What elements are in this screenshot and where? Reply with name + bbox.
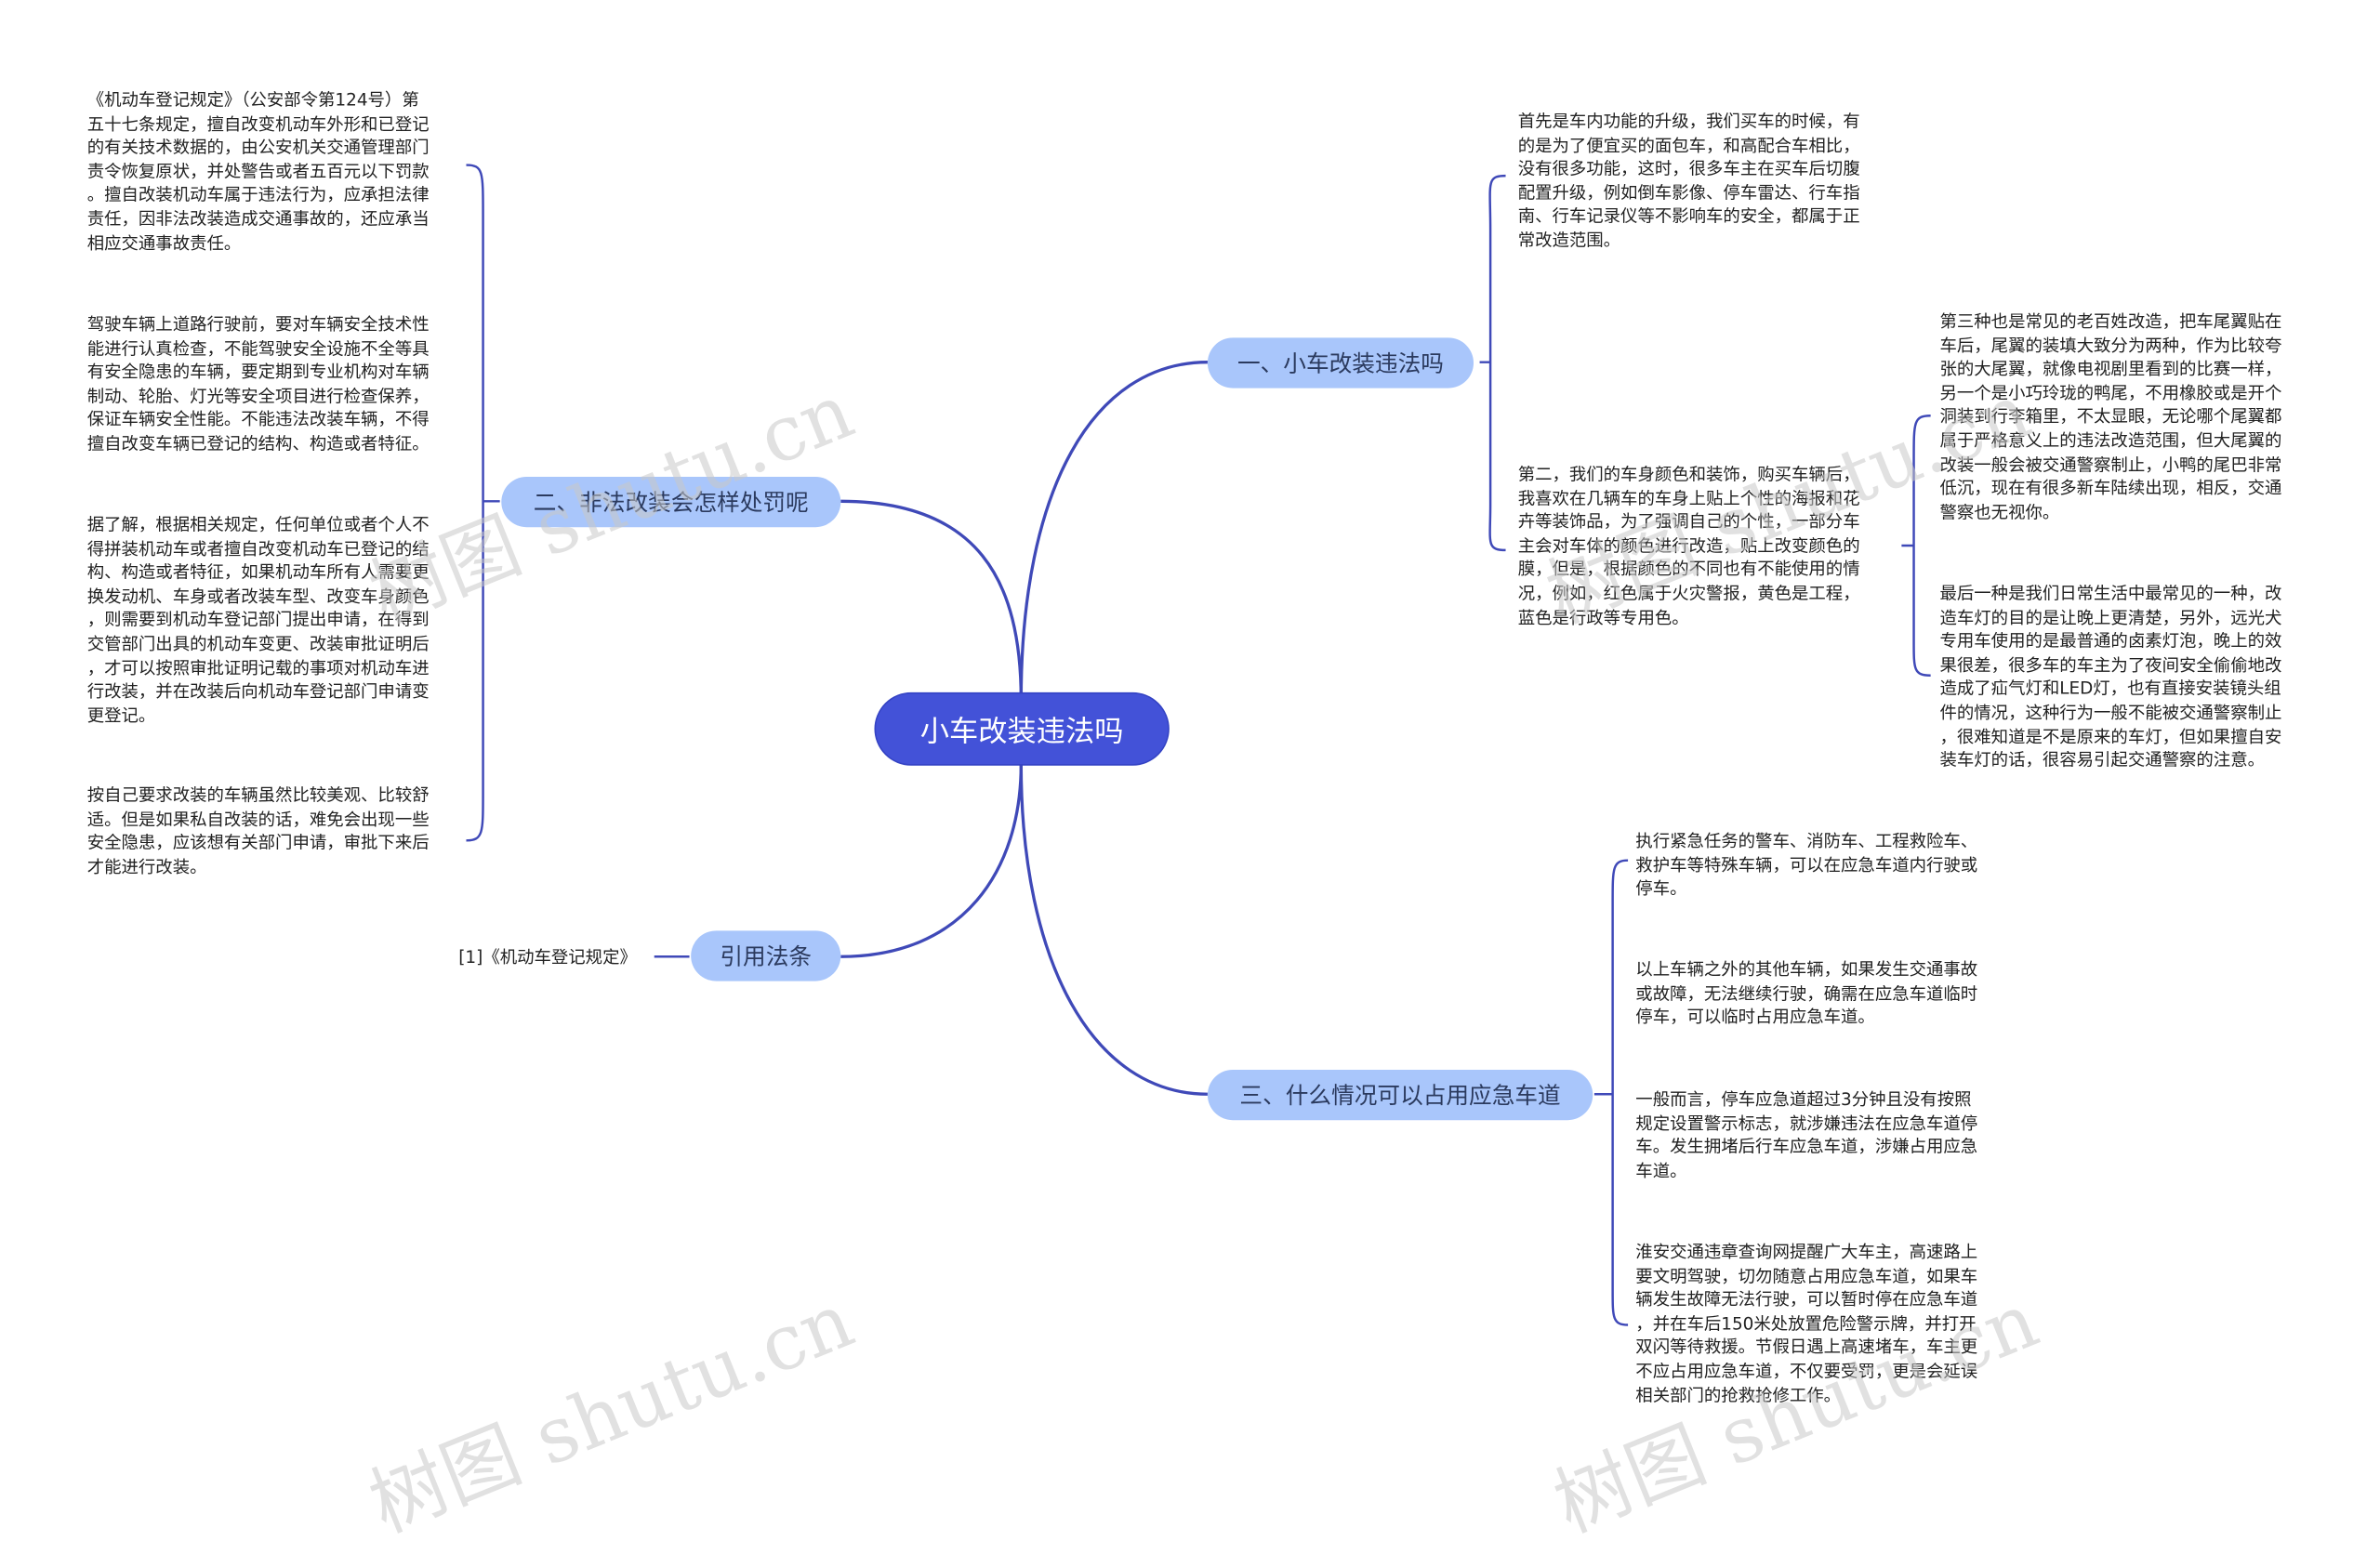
leaf-text: 驾驶车辆上道路行驶前，要对车辆安全技术性 能进行认真检查，不能驾驶安全设施不全等… xyxy=(86,314,430,454)
leaf-text: 第二，我们的车身颜色和装饰，购买车辆后， 我喜欢在几辆车的车身上贴上个性的海报和… xyxy=(1517,464,1860,628)
branch-penalty[interactable]: 二、非法改装会怎样处罚呢 xyxy=(501,476,841,528)
leaf-text: 一般而言，停车应急道超过3分钟且没有按照 规定设置警示标志，就涉嫌违法在应急车道… xyxy=(1635,1089,1978,1181)
branch-label: 二、非法改装会怎样处罚呢 xyxy=(533,489,809,517)
bracket-b4 xyxy=(1593,859,1629,1326)
branch-label: 引用法条 xyxy=(720,942,813,971)
leaf-text: 《机动车登记规定》（公安部令第124号）第 五十七条规定，擅自改变机动车外形和已… xyxy=(86,90,430,254)
root-topic-label: 小车改装违法吗 xyxy=(919,714,1124,748)
leaf-text: 最后一种是我们日常生活中最常见的一种，改 造车灯的目的是让晚上更清楚，另外，远光… xyxy=(1939,584,2282,770)
leaf-text: 淮安交通违章查询网提醒广大车主，高速路上 要文明驾驶，切勿随意占用应急车道，如果… xyxy=(1635,1242,1978,1405)
root-topic[interactable]: 小车改装违法吗 xyxy=(874,691,1170,766)
link-root-b4 xyxy=(1019,764,1208,1096)
citation-text: [1]《机动车登记规定》 xyxy=(458,947,637,968)
bracket-b1-sub xyxy=(1901,414,1931,677)
link-root-b2 xyxy=(840,499,1023,701)
leaf-text: 第三种也是常见的老百姓改造，把车尾翼贴在 车后，尾翼的装填大致分为两种，作为比较… xyxy=(1939,311,2282,522)
branch-label: 三、什么情况可以占用应急车道 xyxy=(1239,1082,1561,1110)
leaf-text: 按自己要求改装的车辆虽然比较美观、比较舒 适。但是如果私自改装的话，难免会出现一… xyxy=(86,785,430,877)
bracket-b1 xyxy=(1479,174,1506,552)
connector-lines xyxy=(466,164,1931,1326)
leaf-text: 首先是车内功能的升级，我们买车的时候，有 的是为了便宜买的面包车，和高配合车相比… xyxy=(1517,112,1860,251)
link-root-b3 xyxy=(840,764,1023,958)
branch-citation[interactable]: 引用法条 xyxy=(691,930,841,981)
link-root-b1 xyxy=(1019,361,1208,701)
leaf-text: 以上车辆之外的其他车辆，如果发生交通事故 或故障，无法继续行驶，确需在应急车道临… xyxy=(1635,959,1978,1028)
branch-illegal-modification[interactable]: 一、小车改装违法吗 xyxy=(1207,337,1474,388)
mindmap-canvas: 小车改装违法吗 一、小车改装违法吗 二、非法改装会怎样处罚呢 引用法条 三、什么… xyxy=(86,90,2282,1549)
branch-emergency-lane[interactable]: 三、什么情况可以占用应急车道 xyxy=(1207,1069,1593,1121)
branch-label: 一、小车改装违法吗 xyxy=(1236,349,1444,378)
leaf-text: 执行紧急任务的警车、消防车、工程救险车、 救护车等特殊车辆，可以在应急车道内行驶… xyxy=(1635,831,1978,900)
leaf-text: 据了解，根据相关规定，任何单位或者个人不 得拼装机动车或者擅自改变机动车已登记的… xyxy=(86,515,430,726)
bracket-b2 xyxy=(466,164,500,842)
